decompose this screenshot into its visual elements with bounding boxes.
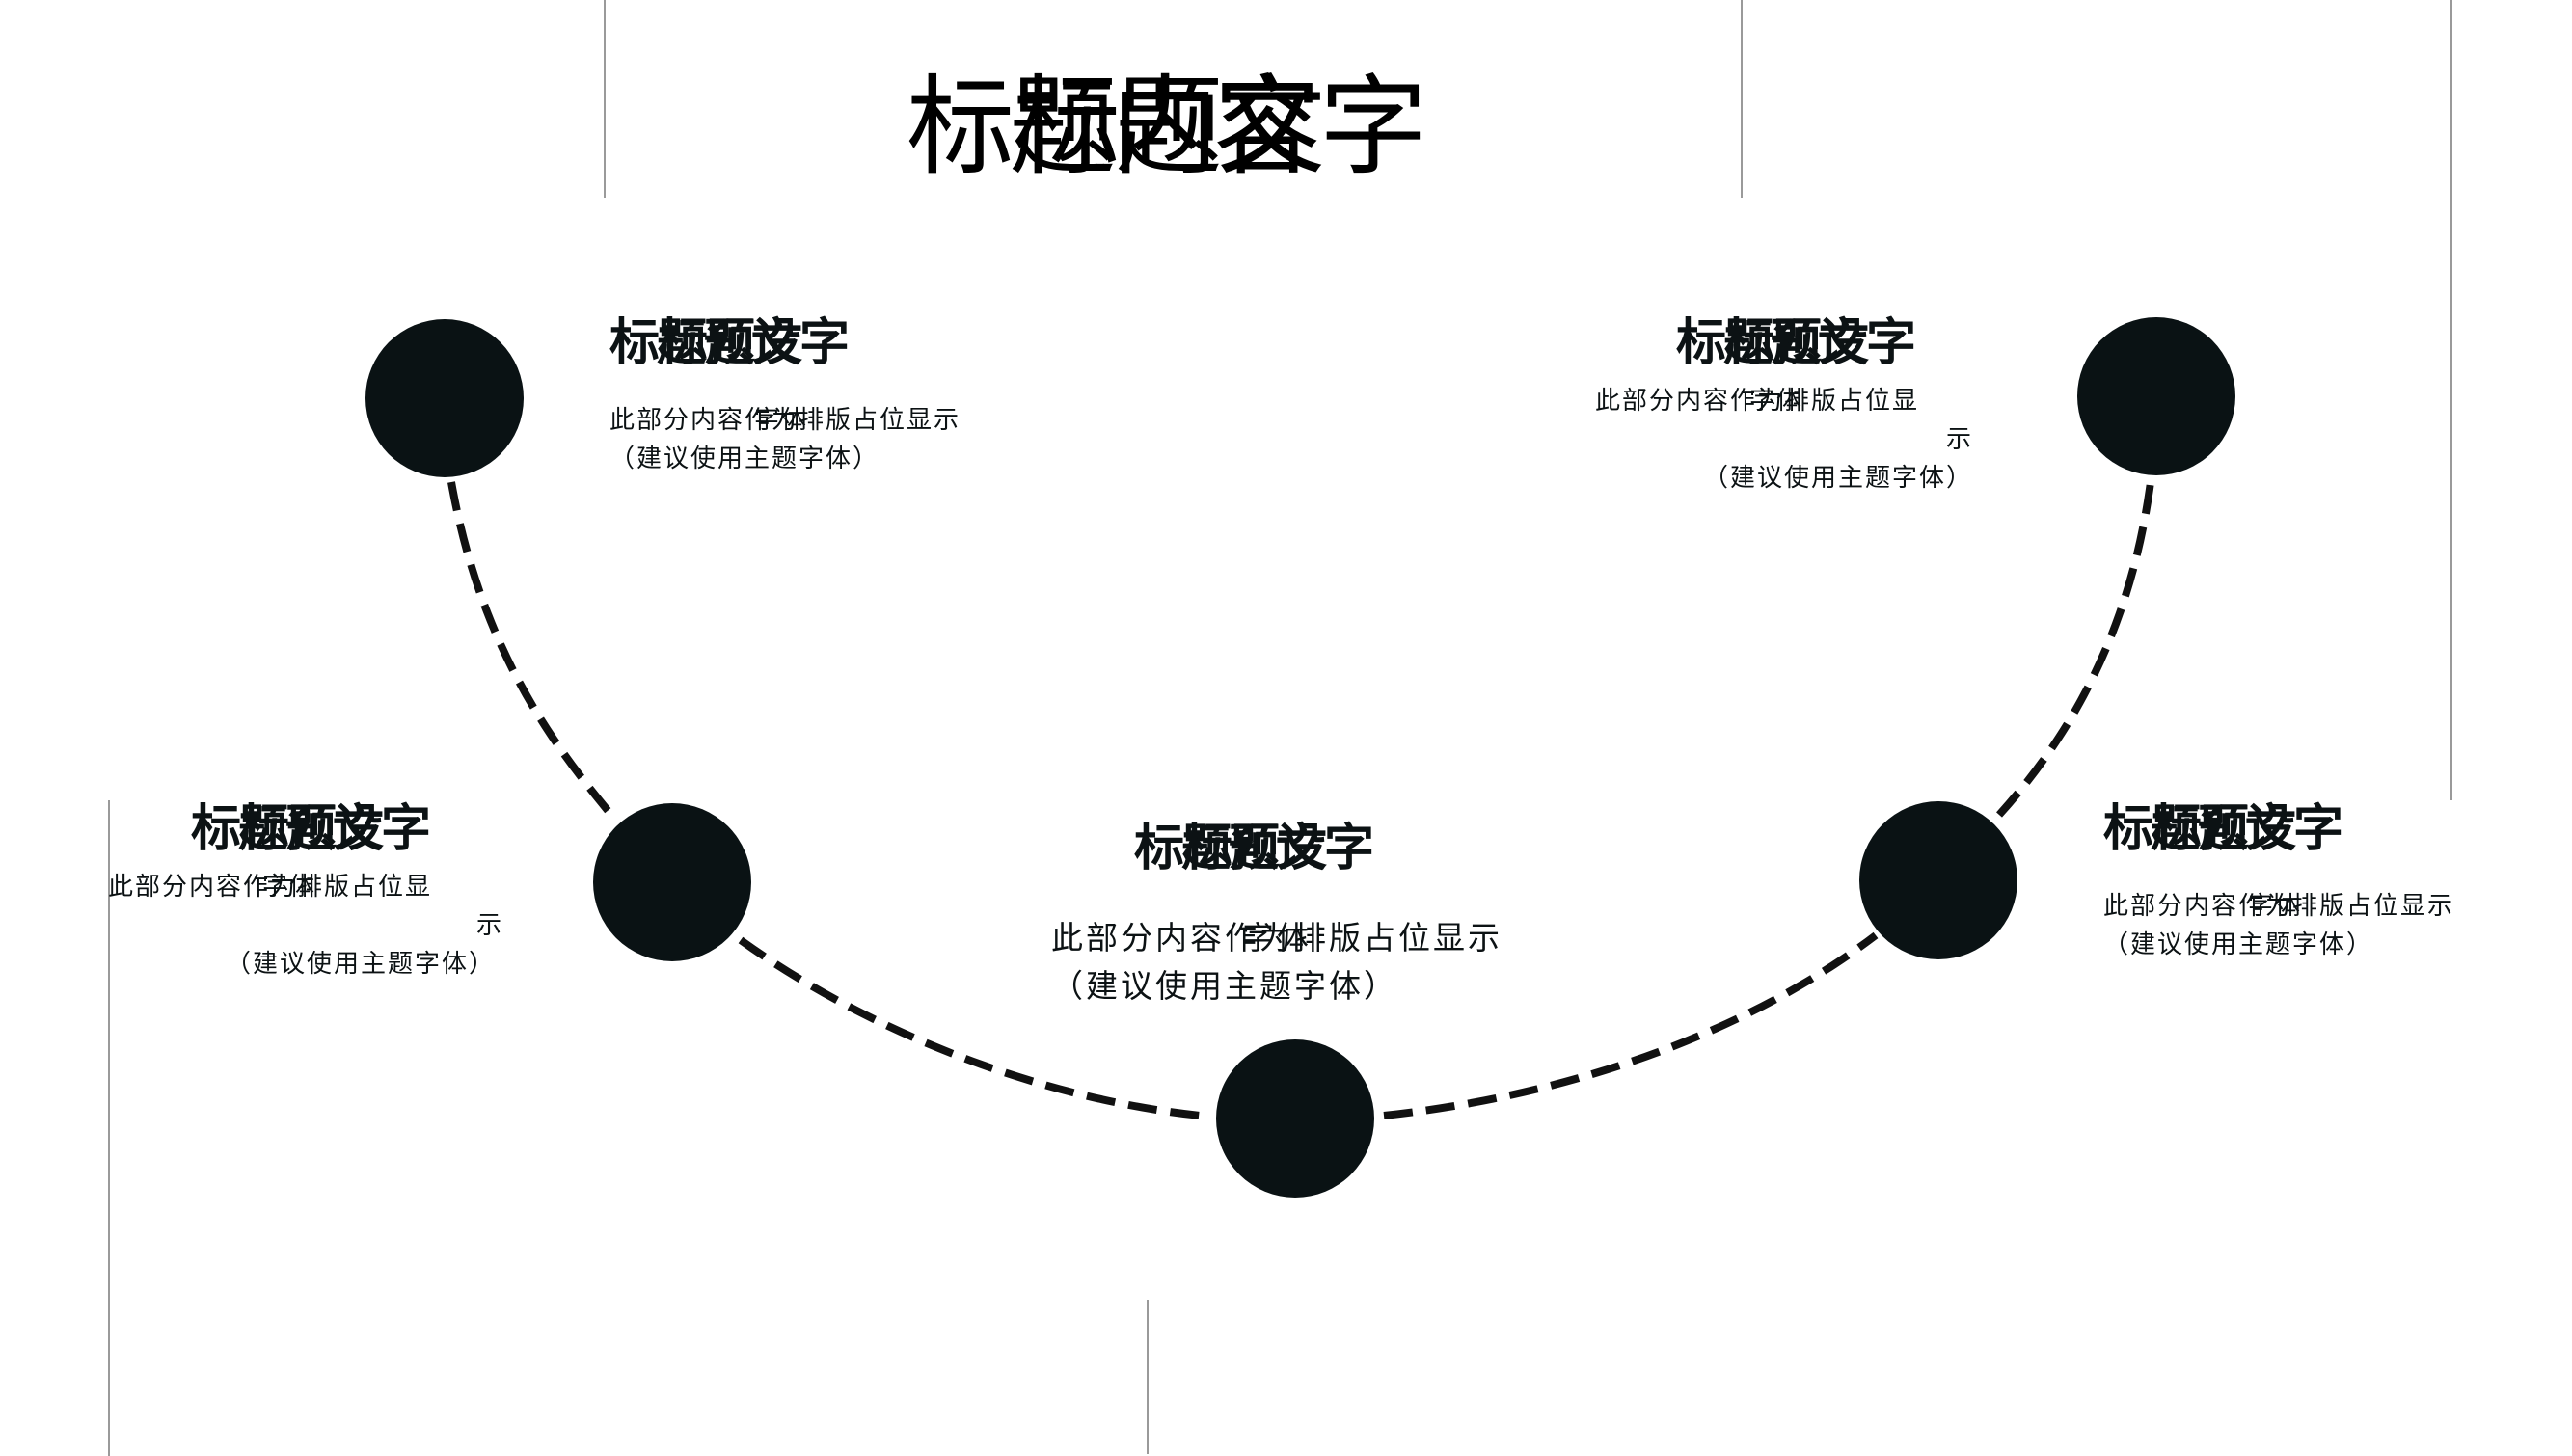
guide-line (1147, 1300, 1149, 1454)
node-description: 此部分内容作为排版占位显 字体 示 （建议使用主题字体） (1595, 387, 1974, 493)
node-dot (365, 319, 524, 477)
node-description: 此部分内容作为排版占位显示 字体 （建议使用主题字体） (2103, 892, 2455, 959)
guide-line (108, 800, 110, 1456)
node-description: 此部分内容作为排版占位显 字体 示 （建议使用主题字体） (108, 873, 503, 979)
guide-line (2450, 0, 2452, 800)
slide-title-layer: 标题内容 (907, 65, 1321, 190)
dashed-connector (1383, 931, 1879, 1119)
dashed-connector (447, 481, 619, 822)
node-dot (1216, 1039, 1374, 1198)
node-dot (1859, 801, 2017, 959)
node-dot (593, 803, 751, 961)
dashed-connector (738, 936, 1202, 1119)
guide-line (604, 0, 606, 198)
node-dot (2077, 317, 2235, 475)
node-description: 此部分内容作为排版占位显示 字体 （建议使用主题字体） (1051, 919, 1503, 1005)
node-description: 此部分内容作为排版占位显示 字体 （建议使用主题字体） (609, 406, 961, 473)
dashed-connector (1996, 481, 2154, 818)
slide-title-layer: 标题文字 (1013, 65, 1427, 190)
guide-line (1741, 0, 1743, 198)
